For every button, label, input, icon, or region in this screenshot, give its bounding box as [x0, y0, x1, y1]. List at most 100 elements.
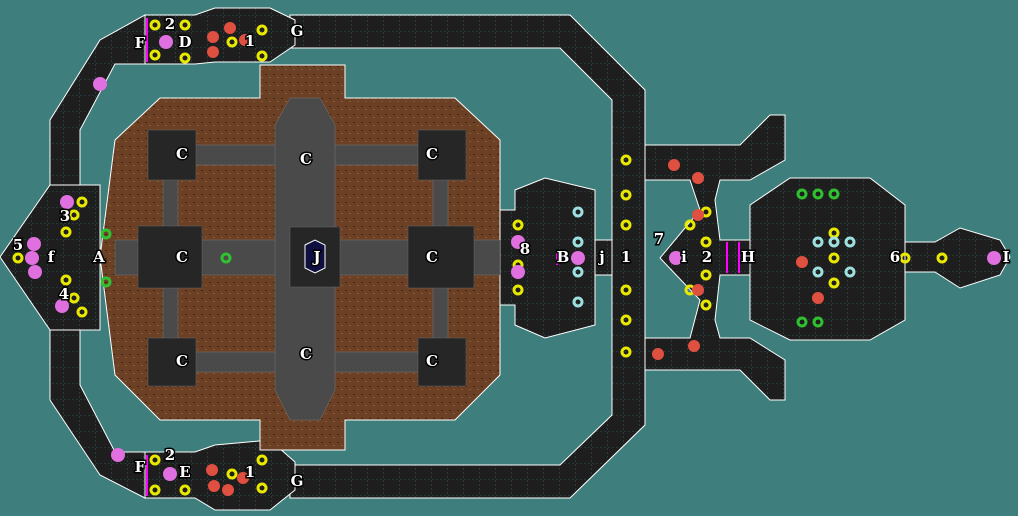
item-marker [179, 484, 191, 496]
item-marker [620, 284, 632, 296]
h-room [749, 177, 906, 341]
monster-marker [692, 284, 704, 296]
item-marker [256, 454, 268, 466]
item-marker [796, 316, 808, 328]
monster-marker [25, 251, 39, 265]
item-marker [149, 454, 161, 466]
item-marker [220, 252, 232, 264]
monster-marker [111, 448, 125, 462]
monster-marker [28, 265, 42, 279]
label-3: 3 [60, 207, 70, 225]
monster-marker [163, 467, 177, 481]
label-c-mr: C [426, 248, 438, 266]
monster-marker [652, 348, 664, 360]
label-j-center: J [311, 248, 320, 266]
monster-marker [55, 299, 69, 313]
item-marker [620, 346, 632, 358]
monster-marker [207, 31, 219, 43]
monster-marker [159, 35, 173, 49]
monster-marker [27, 237, 41, 251]
label-4: 4 [59, 285, 69, 303]
label-6: 6 [890, 248, 900, 266]
label-c-tr: C [426, 145, 438, 163]
monster-marker [208, 480, 220, 492]
label-c-bl: C [176, 352, 188, 370]
item-marker [512, 284, 524, 296]
label-top-1: 1 [245, 32, 255, 50]
item-marker [256, 482, 268, 494]
monster-marker [206, 464, 218, 476]
item-marker [700, 269, 712, 281]
label-1-mid: 1 [621, 248, 631, 266]
item-marker [620, 314, 632, 326]
item-marker [828, 252, 840, 264]
monster-marker [224, 22, 236, 34]
item-marker [684, 219, 696, 231]
item-marker [620, 154, 632, 166]
item-marker [76, 196, 88, 208]
label-i-upper: I [1002, 248, 1009, 266]
monster-marker [239, 34, 251, 46]
item-marker [179, 19, 191, 31]
label-c-tl: C [176, 145, 188, 163]
item-marker [256, 24, 268, 36]
item-marker [700, 299, 712, 311]
item-marker [512, 219, 524, 231]
item-marker [812, 316, 824, 328]
label-h: H [741, 248, 755, 266]
label-b: B [557, 248, 570, 266]
item-marker [226, 36, 238, 48]
item-marker [149, 484, 161, 496]
item-marker [60, 274, 72, 286]
monster-marker [688, 340, 700, 352]
item-marker [844, 236, 856, 248]
map-labels: F 2 D 1 G C C C C J C C C C A f 5 3 4 8 … [11, 14, 1011, 492]
item-marker [572, 206, 584, 218]
label-i-lower: i [681, 248, 687, 266]
item-marker [620, 189, 632, 201]
label-c-bm: C [300, 345, 312, 363]
item-marker [256, 50, 268, 62]
label-top-2: 2 [165, 15, 175, 33]
monster-marker [222, 484, 234, 496]
item-marker [700, 236, 712, 248]
label-c-tm: C [300, 150, 312, 168]
j-connector [594, 239, 613, 276]
item-marker [572, 266, 584, 278]
monster-marker [93, 77, 107, 91]
monster-marker [571, 251, 585, 265]
item-marker [812, 188, 824, 200]
monster-marker [812, 292, 824, 304]
item-marker [812, 236, 824, 248]
doors[interactable] [146, 18, 740, 496]
monster-marker [692, 172, 704, 184]
item-marker [68, 292, 80, 304]
item-marker [899, 252, 911, 264]
item-marker [828, 188, 840, 200]
label-5: 5 [13, 236, 23, 254]
label-a: A [92, 248, 105, 266]
c-rooms [137, 129, 475, 387]
item-markers [12, 19, 1001, 496]
item-marker [620, 219, 632, 231]
label-c-br: C [426, 352, 438, 370]
monster-marker [692, 209, 704, 221]
j-hex-marker [304, 239, 326, 274]
item-marker [936, 252, 948, 264]
b-ring-room [499, 177, 596, 339]
i-room [904, 227, 1011, 289]
item-marker [100, 228, 112, 240]
item-marker [100, 276, 112, 288]
label-top-g: G [291, 22, 304, 40]
label-top-f: F [135, 34, 146, 52]
item-marker [812, 266, 824, 278]
monster-marker [669, 251, 683, 265]
monster-marker [511, 265, 525, 279]
label-j-lower: j [597, 248, 604, 266]
item-marker [226, 468, 238, 480]
item-marker [828, 236, 840, 248]
label-bot-g: G [291, 472, 304, 490]
item-marker [60, 226, 72, 238]
